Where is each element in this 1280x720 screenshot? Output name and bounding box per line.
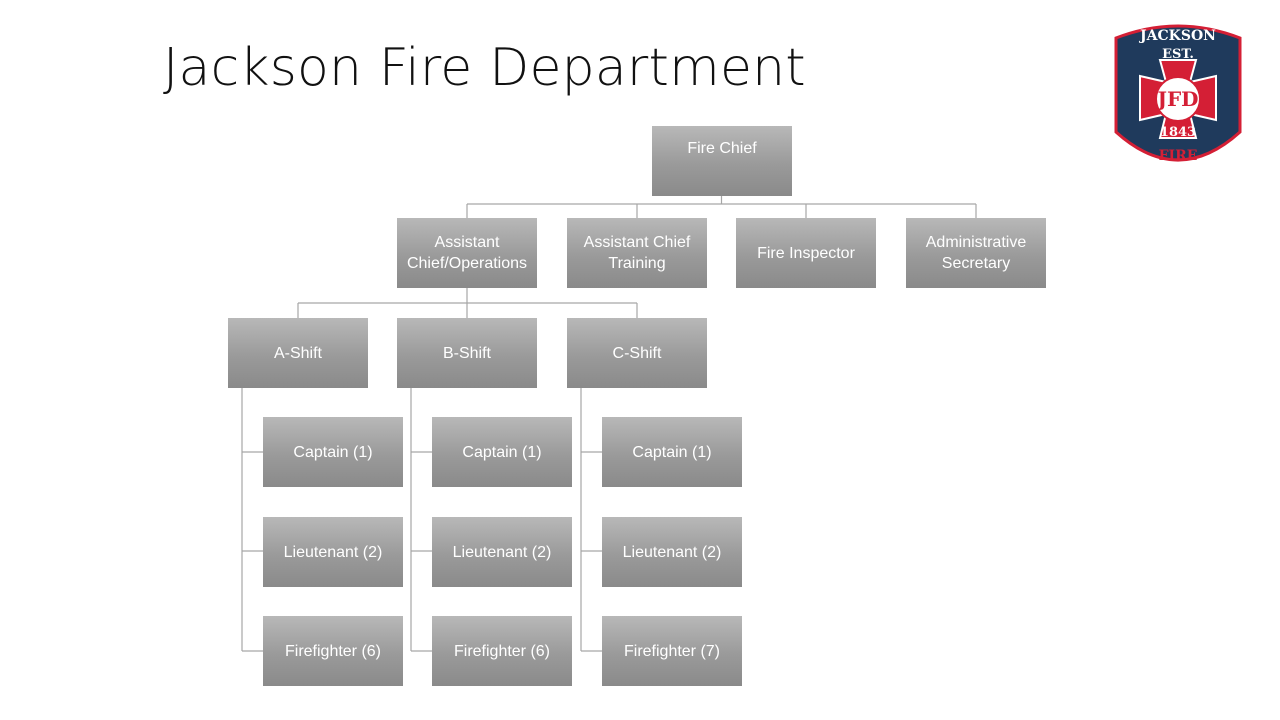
logo-initials-text: JFD <box>1155 87 1198 111</box>
logo-top-text: JACKSON <box>1138 28 1216 44</box>
a-shift-captain-node: Captain (1) <box>263 417 403 487</box>
administrative-secretary-node: Administrative Secretary <box>906 218 1046 288</box>
assistant-chief-operations-node: Assistant Chief/Operations <box>397 218 537 288</box>
c-shift-lieutenant-node: Lieutenant (2) <box>602 517 742 587</box>
fire-inspector-node: Fire Inspector <box>736 218 876 288</box>
page-title: Jackson Fire Department <box>163 38 806 98</box>
assistant-chief-training-node: Assistant Chief Training <box>567 218 707 288</box>
b-shift-captain-node: Captain (1) <box>432 417 572 487</box>
b-shift-node: B-Shift <box>397 318 537 388</box>
a-shift-firefighter-node: Firefighter (6) <box>263 616 403 686</box>
fire-chief-node: Fire Chief <box>652 126 792 196</box>
logo-year-text: 1843 <box>1160 125 1196 140</box>
c-shift-captain-node: Captain (1) <box>602 417 742 487</box>
b-shift-lieutenant-node: Lieutenant (2) <box>432 517 572 587</box>
a-shift-node: A-Shift <box>228 318 368 388</box>
c-shift-node: C-Shift <box>567 318 707 388</box>
fire-department-badge-logo: JACKSON EST. JFD 1843 FIRE <box>1114 24 1242 164</box>
c-shift-firefighter-node: Firefighter (7) <box>602 616 742 686</box>
logo-est-text: EST. <box>1162 47 1194 62</box>
logo-bottom-text: FIRE <box>1159 148 1198 164</box>
b-shift-firefighter-node: Firefighter (6) <box>432 616 572 686</box>
a-shift-lieutenant-node: Lieutenant (2) <box>263 517 403 587</box>
